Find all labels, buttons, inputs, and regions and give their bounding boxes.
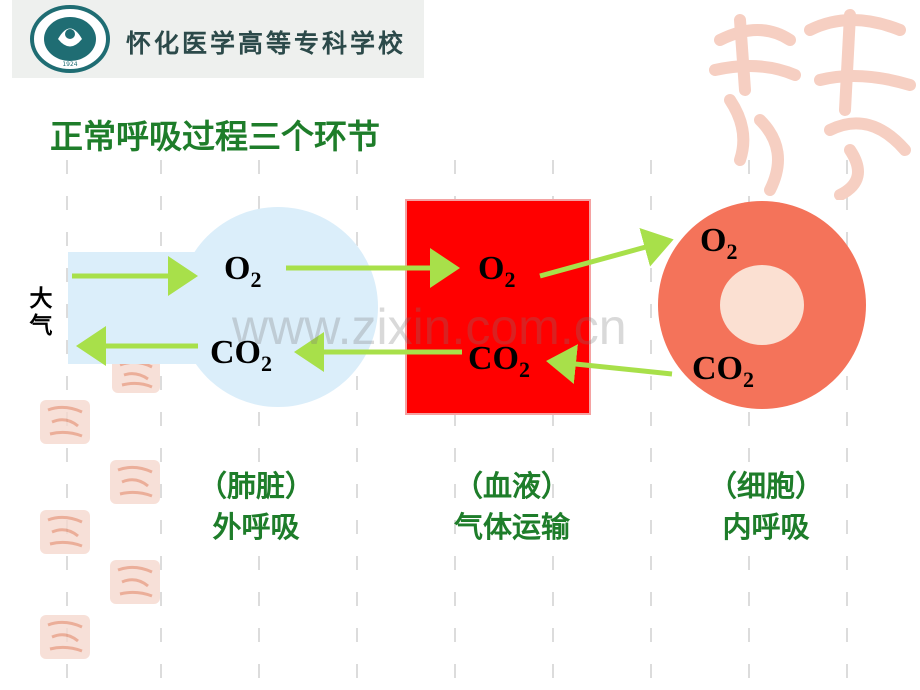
dashed-guide: [258, 160, 260, 690]
lung-organ-label: （肺脏）: [197, 469, 314, 503]
dashed-guide: [846, 160, 848, 690]
dashed-guide: [748, 160, 750, 690]
header-banner: 1924 怀化医学高等专科学校: [12, 0, 424, 78]
seal-stamp: [40, 400, 90, 444]
dashed-guide: [552, 160, 554, 690]
dashed-guide: [454, 160, 456, 690]
calligraphy-decoration: [709, 9, 916, 200]
seal-stamp: [40, 615, 90, 659]
cell-organ-label: （细胞）: [707, 469, 824, 503]
dashed-guide: [650, 160, 652, 690]
cell-nucleus: [720, 265, 804, 345]
blood-process-label: 气体运输: [453, 510, 570, 544]
svg-text:1924: 1924: [62, 61, 77, 68]
lung-co2-label: CO2: [210, 334, 272, 376]
blood-o2-label: O2: [478, 250, 516, 292]
arrow-cell-to-blood: [546, 344, 673, 384]
cell-co2-label: CO2: [692, 350, 754, 392]
lung-circle: [178, 207, 378, 407]
dashed-guide: [160, 160, 162, 690]
school-logo: 1924: [30, 5, 110, 73]
arrow-blood-to-cell: [539, 228, 674, 279]
lung-caption: （肺脏） 外呼吸: [166, 466, 346, 548]
watermark: www.zixin.com.cn: [232, 299, 627, 355]
atmosphere-label: 大气: [29, 286, 53, 339]
blood-co2-label: CO2: [468, 340, 530, 382]
cell-o2-label: O2: [700, 222, 738, 264]
dashed-guide: [356, 160, 358, 690]
seal-stamp: [110, 460, 160, 504]
cell-caption: （细胞） 内呼吸: [676, 466, 856, 548]
lung-o2-label: O2: [224, 250, 262, 292]
seal-stamp: [40, 510, 90, 554]
seal-stamp: [110, 560, 160, 604]
lung-process-label: 外呼吸: [212, 510, 300, 544]
school-name: 怀化医学高等专科学校: [126, 29, 407, 58]
blood-organ-label: （血液）: [453, 469, 570, 503]
page-title: 正常呼吸过程三个环节: [50, 117, 380, 156]
cell-process-label: 内呼吸: [722, 510, 810, 544]
blood-caption: （血液） 气体运输: [422, 466, 602, 548]
